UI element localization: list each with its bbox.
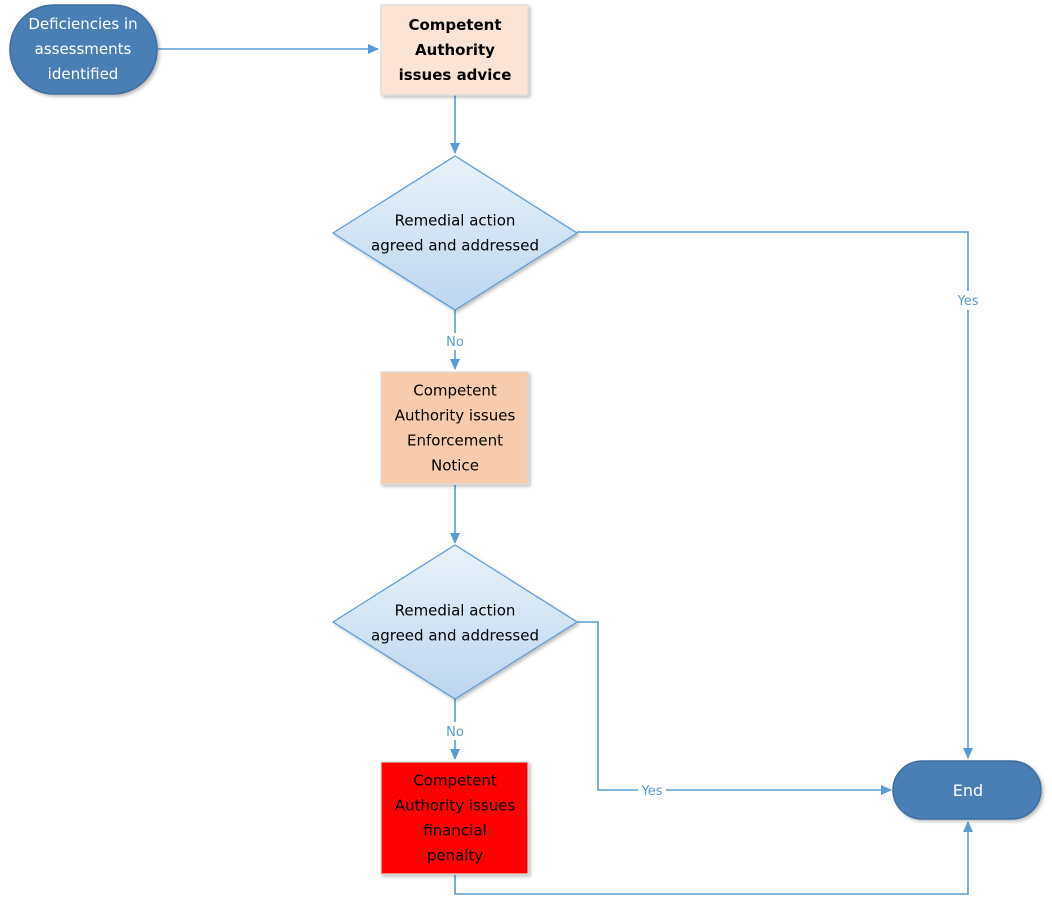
decision1-node: Remedial action agreed and addressed [331,155,579,311]
edge-labels: No Yes No Yes [446,294,979,799]
connectors [158,44,973,895]
decision1-label-line: agreed and addressed [371,237,539,255]
advice-label-line: Authority [415,41,495,59]
edge-decision1-yes [577,231,968,758]
edge-penalty-to-end [454,821,973,895]
decision2-label-line: agreed and addressed [371,627,539,645]
end-node: End [892,760,1042,820]
decision1-label: Remedial action agreed and addressed [371,212,539,255]
advice-label-line: issues advice [399,66,512,84]
penalty-label-line: Competent [413,772,497,790]
notice-label-line: Notice [431,457,479,475]
end-label-line: End [953,781,983,800]
label-d2-yes: Yes [641,784,663,799]
start-label-line: assessments [35,40,132,58]
advice-label-line: Competent [408,16,501,34]
notice-label-line: Competent [413,382,497,400]
start-label: Deficiencies in assessments identified [28,15,137,83]
label-d1-no: No [446,335,464,350]
decision1-label-line: Remedial action [395,212,516,230]
penalty-label-line: Authority issues [395,797,516,815]
start-node: Deficiencies in assessments identified [9,4,158,95]
notice-label-line: Authority issues [395,407,516,425]
edge-decision2-yes [577,621,891,790]
notice-label-line: Enforcement [407,432,503,450]
decision2-label: Remedial action agreed and addressed [371,602,539,645]
label-d2-no: No [446,725,464,740]
decision2-node: Remedial action agreed and addressed [331,544,579,700]
penalty-label-line: financial [423,822,486,840]
decision2-label-line: Remedial action [395,602,516,620]
end-label: End [953,781,983,800]
start-label-line: Deficiencies in [28,15,137,33]
penalty-label-line: penalty [427,847,483,865]
start-label-line: identified [48,65,119,83]
label-d1-yes: Yes [957,294,979,309]
